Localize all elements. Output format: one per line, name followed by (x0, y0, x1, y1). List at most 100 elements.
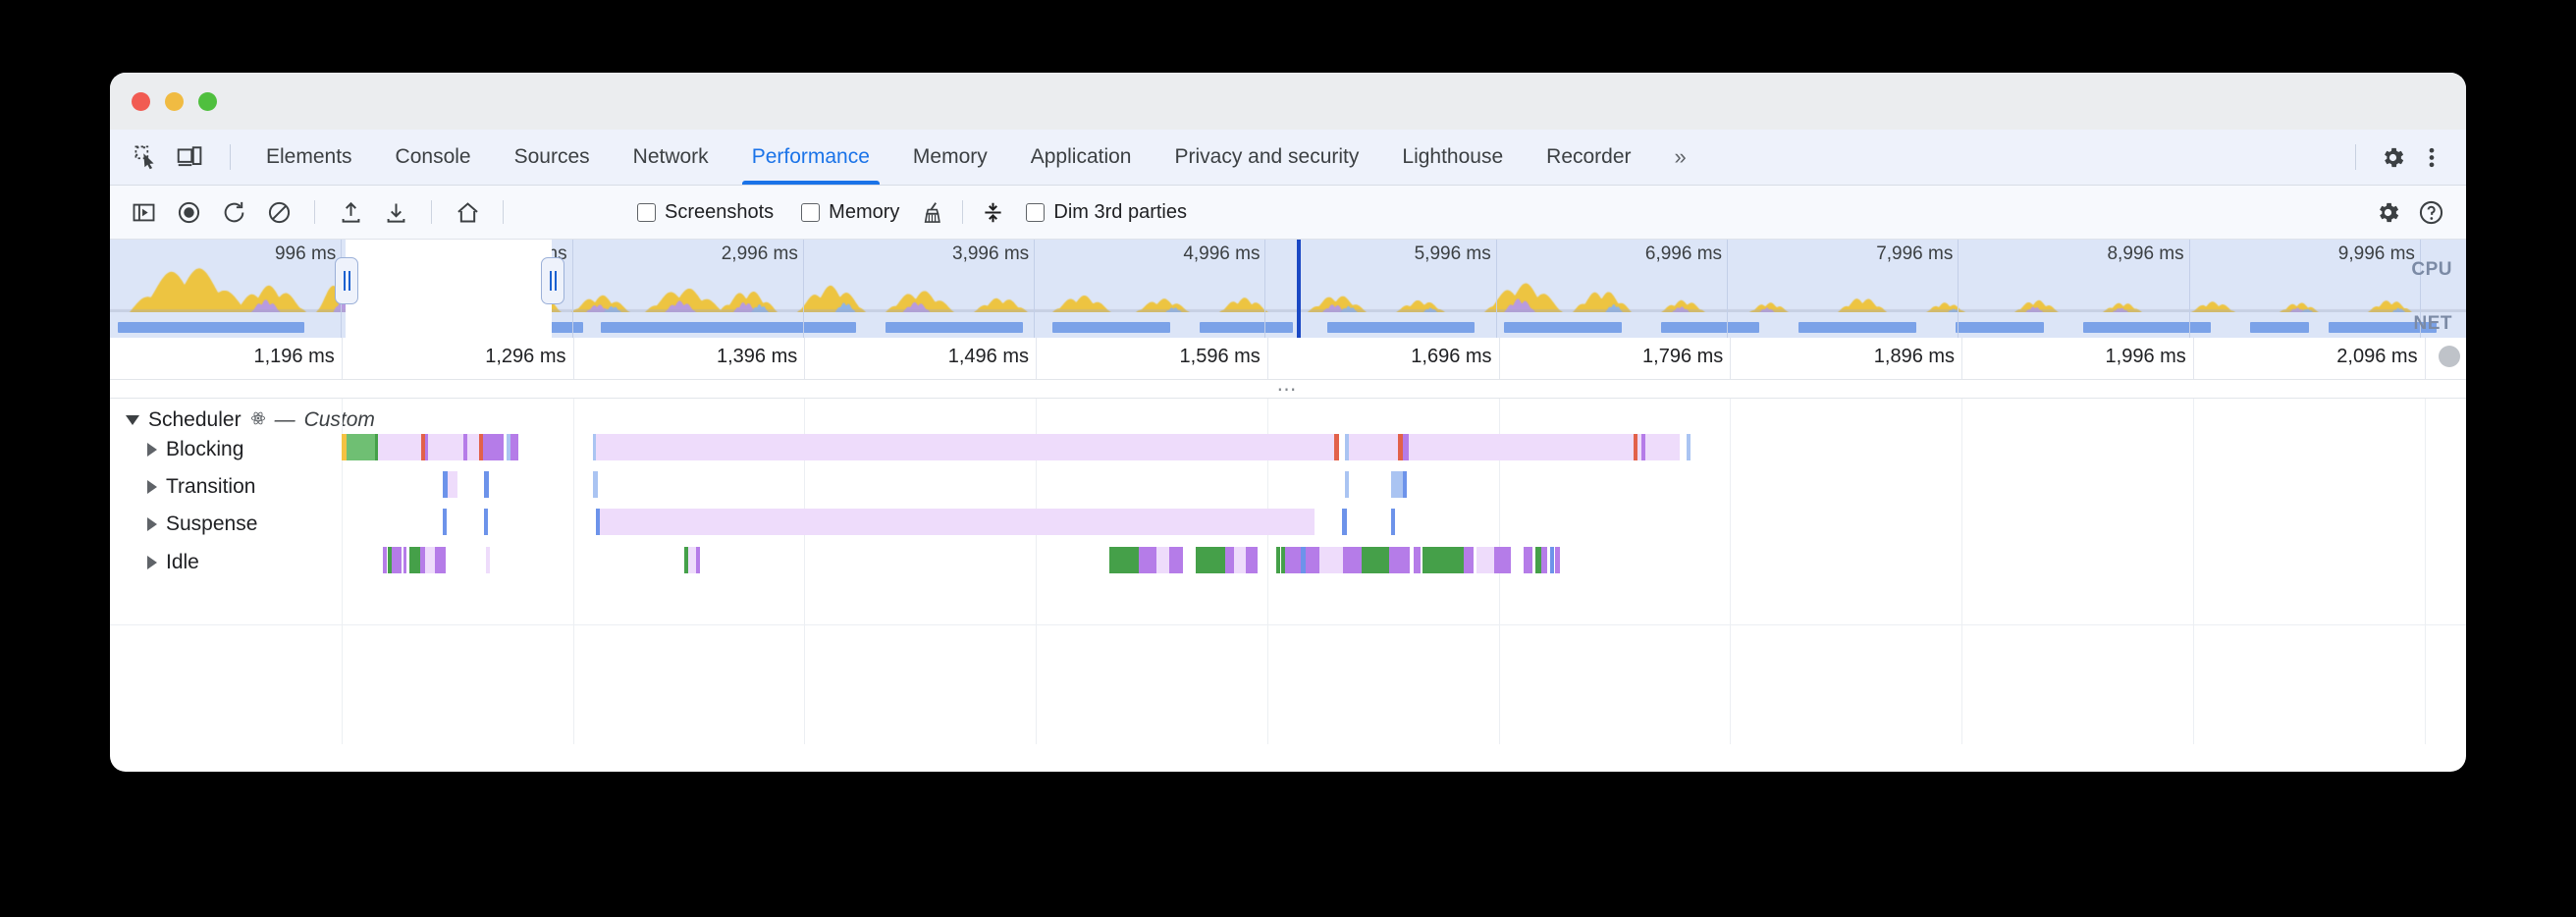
flame-event-bar[interactable] (1550, 547, 1554, 573)
flame-event-bar[interactable] (507, 434, 510, 460)
flame-event-bar[interactable] (1342, 509, 1347, 535)
flame-event-bar[interactable] (435, 547, 446, 573)
download-arrow-icon[interactable] (376, 193, 415, 231)
maximize-window-button[interactable] (198, 92, 217, 111)
flame-event-bar[interactable] (1391, 509, 1395, 535)
minimize-window-button[interactable] (165, 92, 184, 111)
broom-icon[interactable] (913, 193, 952, 231)
flame-event-bar[interactable] (696, 547, 700, 573)
flame-event-bar[interactable] (1391, 471, 1403, 498)
flame-event-bar[interactable] (1634, 434, 1637, 460)
device-toolbar-icon[interactable] (173, 140, 206, 174)
flame-event-bar[interactable] (1389, 547, 1410, 573)
flame-event-bar[interactable] (428, 434, 463, 460)
tab-performance[interactable]: Performance (730, 130, 891, 185)
flame-event-bar[interactable] (484, 509, 488, 535)
upload-arrow-icon[interactable] (331, 193, 370, 231)
flame-event-bar[interactable] (347, 434, 375, 460)
flame-event-bar[interactable] (1281, 547, 1285, 573)
flame-event-bar[interactable] (1234, 547, 1246, 573)
tab-privacy-and-security[interactable]: Privacy and security (1153, 130, 1380, 185)
flame-event-bar[interactable] (1345, 471, 1349, 498)
flame-event-bar[interactable] (1285, 547, 1301, 573)
flame-event-bar[interactable] (1409, 434, 1680, 460)
flame-event-bar[interactable] (425, 434, 428, 460)
flame-event-bar[interactable] (443, 509, 447, 535)
flame-event-bar[interactable] (1139, 547, 1156, 573)
flame-chart-tracks[interactable]: Scheduler — Custom Blocking Transition S… (110, 399, 2466, 744)
flame-event-bar[interactable] (448, 471, 457, 498)
flame-event-bar[interactable] (1196, 547, 1225, 573)
track-row-suspense[interactable]: Suspense (147, 512, 257, 536)
flame-event-bar[interactable] (1541, 547, 1547, 573)
flame-event-bar[interactable] (486, 547, 490, 573)
screenshots-checkbox[interactable]: Screenshots (623, 201, 787, 224)
flame-event-bar[interactable] (409, 547, 420, 573)
flame-event-bar[interactable] (596, 509, 600, 535)
flame-event-bar[interactable] (1476, 547, 1494, 573)
flame-event-bar[interactable] (1535, 547, 1541, 573)
no-entry-icon[interactable] (259, 193, 298, 231)
flame-event-bar[interactable] (1343, 547, 1362, 573)
tab-memory[interactable]: Memory (891, 130, 1009, 185)
flame-event-bar[interactable] (1464, 547, 1474, 573)
flame-event-bar[interactable] (388, 547, 392, 573)
flame-event-bar[interactable] (1319, 547, 1343, 573)
flame-event-bar[interactable] (420, 547, 425, 573)
flame-event-bar[interactable] (443, 471, 448, 498)
flame-event-bar[interactable] (1334, 434, 1339, 460)
panel-resize-grabber[interactable]: ⋯ (110, 379, 2466, 401)
flame-event-bar[interactable] (483, 434, 486, 460)
tab-console[interactable]: Console (374, 130, 493, 185)
gear-icon[interactable] (2376, 140, 2409, 174)
tab-sources[interactable]: Sources (493, 130, 612, 185)
flame-event-bar[interactable] (425, 547, 435, 573)
flame-event-bar[interactable] (392, 547, 402, 573)
flame-event-bar[interactable] (1641, 434, 1645, 460)
overview-window-left-handle[interactable] (335, 257, 358, 304)
overview-window-right-handle[interactable] (541, 257, 564, 304)
flame-event-bar[interactable] (383, 547, 387, 573)
chevron-right-icon[interactable] (147, 517, 157, 531)
flame-event-bar[interactable] (1169, 547, 1183, 573)
flame-event-bar[interactable] (1403, 434, 1409, 460)
tab-lighthouse[interactable]: Lighthouse (1380, 130, 1525, 185)
flame-event-bar[interactable] (375, 434, 378, 460)
flame-event-bar[interactable] (1225, 547, 1234, 573)
flame-event-bar[interactable] (1524, 547, 1532, 573)
record-circle-icon[interactable] (169, 193, 208, 231)
flame-event-bar[interactable] (688, 547, 696, 573)
flame-event-bar[interactable] (1109, 547, 1139, 573)
timeline-overview[interactable]: 996 ms1,996 ms2,996 ms3,996 ms4,996 ms5,… (110, 240, 2466, 338)
kebab-menu-icon[interactable] (2415, 140, 2448, 174)
flame-event-bar[interactable] (1398, 434, 1403, 460)
flame-event-bar[interactable] (1349, 434, 1398, 460)
track-row-blocking[interactable]: Blocking (147, 438, 243, 461)
flame-event-bar[interactable] (1156, 547, 1169, 573)
flame-event-bar[interactable] (1422, 547, 1464, 573)
flame-event-bar[interactable] (421, 434, 425, 460)
vertical-scrollbar-thumb[interactable] (2439, 346, 2460, 367)
flame-event-bar[interactable] (593, 471, 598, 498)
reload-icon[interactable] (214, 193, 253, 231)
flame-event-bar[interactable] (1494, 547, 1511, 573)
tab-application[interactable]: Application (1009, 130, 1154, 185)
flame-event-bar[interactable] (463, 434, 467, 460)
flame-event-bar[interactable] (403, 547, 406, 573)
flame-event-bar[interactable] (684, 547, 688, 573)
flame-event-bar[interactable] (486, 434, 504, 460)
tab-recorder[interactable]: Recorder (1525, 130, 1652, 185)
flame-event-bar[interactable] (342, 434, 347, 460)
home-icon[interactable] (448, 193, 487, 231)
flame-event-bar[interactable] (1403, 471, 1407, 498)
flame-event-bar[interactable] (1345, 434, 1349, 460)
collapse-vertical-icon[interactable] (973, 193, 1012, 231)
close-window-button[interactable] (132, 92, 150, 111)
tab-network[interactable]: Network (612, 130, 730, 185)
flame-event-bar[interactable] (1306, 547, 1319, 573)
flame-event-bar[interactable] (479, 434, 483, 460)
flame-event-bar[interactable] (510, 434, 518, 460)
flame-event-bar[interactable] (600, 509, 1315, 535)
flame-event-bar[interactable] (1276, 547, 1280, 573)
flame-event-bar[interactable] (1362, 547, 1389, 573)
